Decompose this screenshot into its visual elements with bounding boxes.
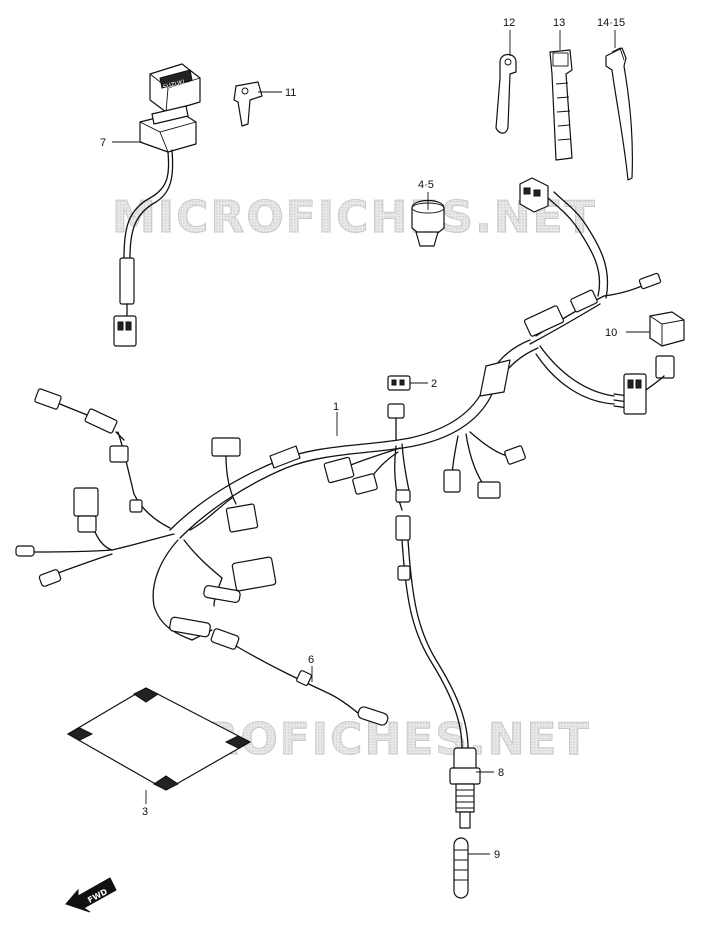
harness-center-branches: [323, 403, 526, 749]
main-wiring-harness-part-1: [169, 177, 675, 539]
callout-9: 9: [494, 849, 500, 861]
key-part-11: [233, 81, 263, 127]
cable-tie-part-13: [549, 49, 573, 161]
callout-1: 1: [333, 401, 339, 413]
forward-direction-icon: FWD: [65, 877, 117, 913]
connector-part-2: [387, 375, 411, 391]
harness-left-branches: [15, 388, 277, 641]
callout-labels: 1 2 3 4·5 6 7 8 9 10 11 12 13 14·15: [100, 17, 625, 861]
callout-3: 3: [142, 806, 148, 818]
callout-7: 7: [100, 137, 106, 149]
callout-13: 13: [553, 17, 565, 29]
callout-10: 10: [605, 327, 617, 339]
cable-tie-part-14-15: [605, 47, 633, 181]
callout-11: 11: [285, 87, 296, 99]
callout-2: 2: [431, 378, 437, 390]
callout-14-15: 14·15: [597, 17, 625, 29]
callout-8: 8: [498, 767, 504, 779]
sensor-part-8: [449, 747, 481, 829]
sleeve-part-9: [453, 837, 469, 899]
callout-6: 6: [308, 654, 314, 666]
clamp-part-12: [495, 53, 517, 134]
lead-part-6: [210, 628, 389, 726]
sheet-part-3: [66, 687, 252, 791]
callout-12: 12: [503, 17, 515, 29]
watermark-top: MICROFICHES.NET: [112, 192, 597, 243]
connector-part-10: [649, 311, 685, 347]
callout-leaders: [112, 30, 650, 855]
callout-4-5: 4·5: [418, 179, 434, 191]
